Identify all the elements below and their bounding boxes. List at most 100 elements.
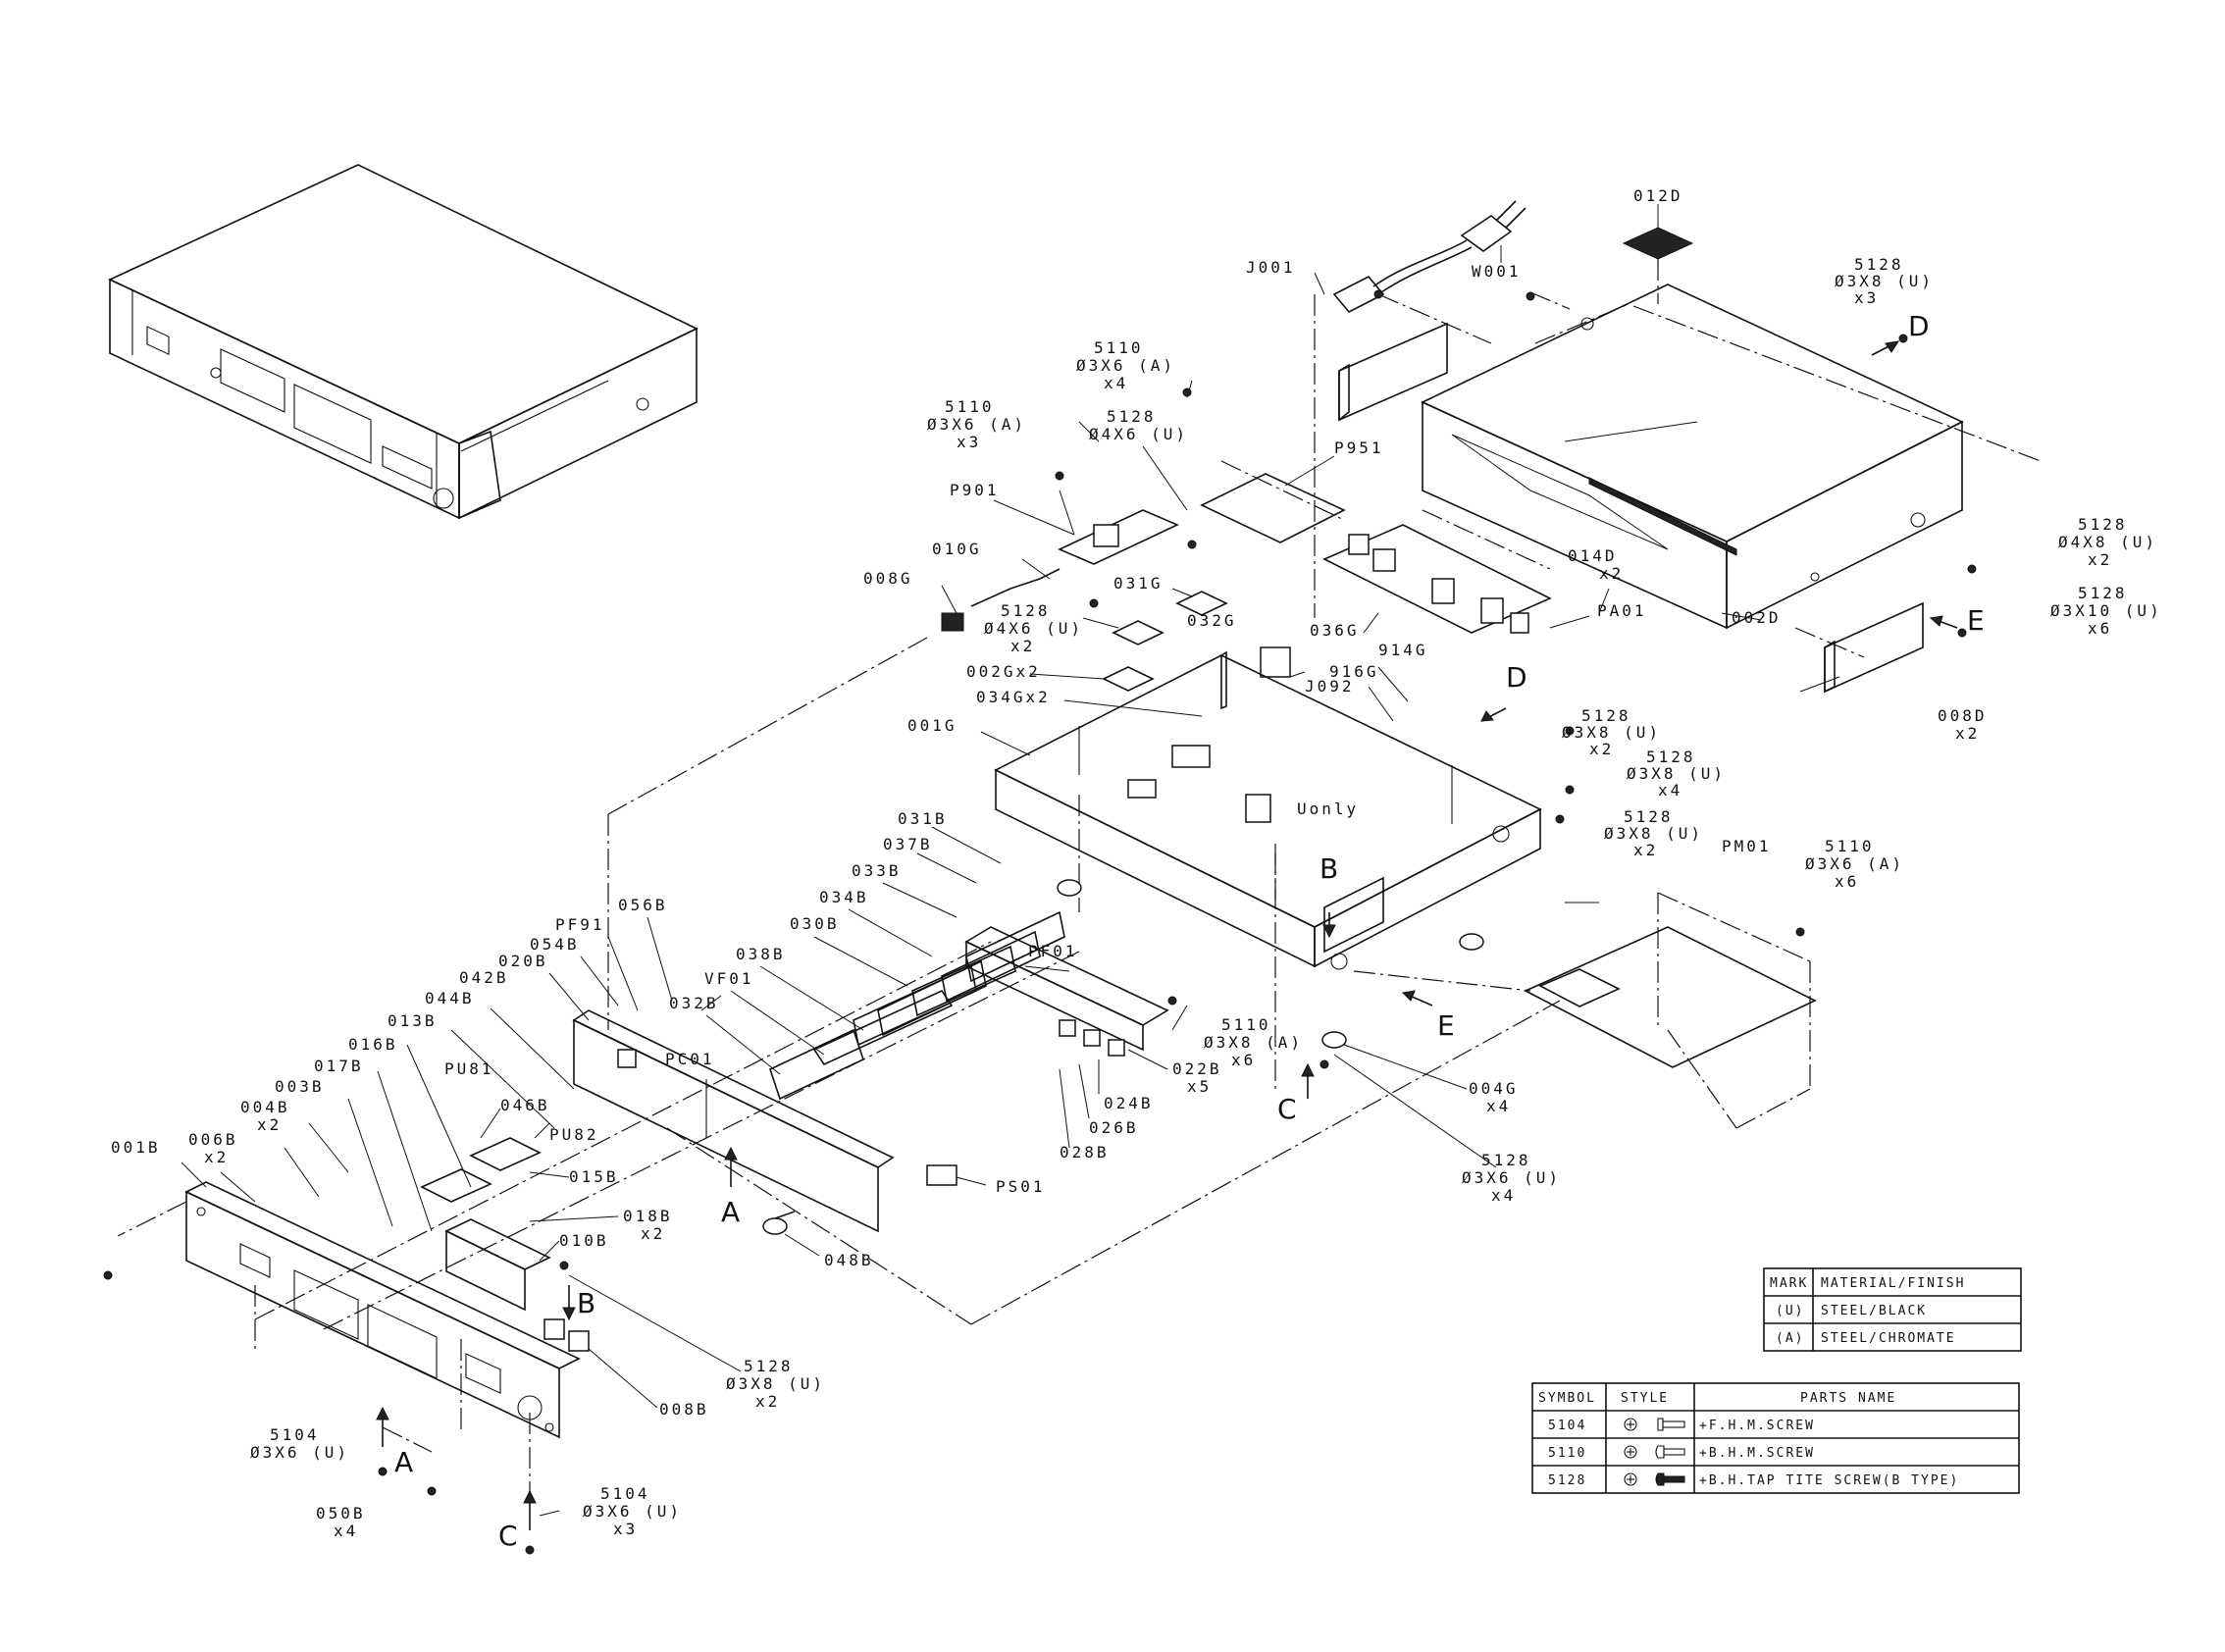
board-P901 <box>1058 509 1179 565</box>
front-panel-001B <box>184 1181 581 1439</box>
label-046B: 046B <box>500 1096 550 1114</box>
cross-recess-icon <box>1624 1418 1637 1486</box>
label-004G: 004G <box>1469 1079 1519 1098</box>
label-024B: 024B <box>1104 1094 1154 1112</box>
brackets-031G-002G <box>1102 591 1291 692</box>
arrow-letter-D: D <box>1908 310 1930 342</box>
label-016B: 016B <box>348 1035 398 1054</box>
arrow-letter-C: C <box>498 1520 518 1552</box>
label-spec: Ø3X6 (A) <box>927 415 1026 434</box>
side-bracket-008D <box>1794 601 1924 694</box>
table-cell: (A) <box>1776 1331 1804 1346</box>
label-5128: 5128 <box>1107 407 1157 426</box>
arrow-letter-C: C <box>1277 1093 1297 1125</box>
board-PM01 <box>1524 892 1817 1129</box>
label-qty: x6 <box>1835 872 1859 891</box>
top-cover-002D <box>1421 284 2042 630</box>
label-5110: 5110 <box>1094 338 1144 357</box>
label-PS01: PS01 <box>996 1177 1046 1196</box>
parts-name-table: SYMBOL STYLE PARTS NAME 5104 +F.H.M.SCRE… <box>1531 1382 2020 1494</box>
label-J001: J001 <box>1246 258 1296 277</box>
part-labels: 012D 5128 Ø3X8 (U) x3 J001 W001 5110 Ø3X… <box>111 186 2162 1540</box>
arrow-letter-B: B <box>577 1287 595 1319</box>
label-006B: 006B <box>188 1130 238 1149</box>
label-010G: 010G <box>932 540 982 558</box>
feet-004G <box>1057 879 1484 1049</box>
label-044B: 044B <box>425 989 475 1007</box>
label-020B: 020B <box>498 952 548 970</box>
label-018B: 018B <box>623 1207 673 1225</box>
label-015B: 015B <box>569 1167 619 1186</box>
label-W001: W001 <box>1472 262 1522 281</box>
label-012D: 012D <box>1633 186 1683 205</box>
label-022B: 022B <box>1172 1059 1222 1078</box>
table-cell: STEEL/BLACK <box>1821 1304 1927 1318</box>
material-finish-table: MARK MATERIAL/FINISH (U) STEEL/BLACK (A)… <box>1763 1267 2022 1352</box>
label-017B: 017B <box>314 1057 364 1075</box>
label-spec: Ø3X6 (U) <box>583 1502 682 1521</box>
label-spec: Ø3X6 (U) <box>250 1443 349 1462</box>
arrow-letter-B: B <box>1319 852 1338 885</box>
label-5128: 5128 <box>1624 807 1674 826</box>
label-qty: x3 <box>1854 288 1879 307</box>
label-5128: 5128 <box>2078 584 2128 602</box>
label-5128: 5128 <box>1581 706 1631 725</box>
label-qty: x6 <box>2088 619 2112 638</box>
power-cord-W001-J001 <box>1314 200 1526 618</box>
label-5128: 5128 <box>1001 601 1051 620</box>
table-cell-name: +F.H.M.SCREW <box>1699 1419 1815 1433</box>
arrow-letter-E: E <box>1967 604 1985 637</box>
label-PU81: PU81 <box>444 1059 494 1078</box>
label-PF91: PF91 <box>555 915 605 934</box>
alignment-lines <box>117 814 1561 1491</box>
label-qty: x4 <box>1491 1186 1516 1205</box>
table-cell: (U) <box>1776 1304 1804 1318</box>
label-5128: 5128 <box>744 1357 794 1375</box>
label-PF01: PF01 <box>1028 942 1078 960</box>
label-5128: 5128 <box>1481 1151 1531 1169</box>
label-spec: Ø4X8 (U) <box>2058 533 2157 551</box>
label-008G: 008G <box>863 569 913 588</box>
cable-010G <box>607 568 1061 815</box>
label-spec: Ø3X8 (A) <box>1204 1033 1303 1052</box>
display-filters-030B-038B <box>769 910 1065 1101</box>
label-qty: x4 <box>1486 1097 1511 1115</box>
label-5128: 5128 <box>1854 255 1904 274</box>
label-034B: 034B <box>819 888 869 906</box>
chassis-001G <box>994 650 1542 970</box>
power-unit-PU81-PU82 <box>420 1137 542 1203</box>
rear-bracket <box>1338 291 1571 422</box>
power-switch-PS01 <box>926 1164 957 1186</box>
label-5110: 5110 <box>945 397 995 416</box>
label-5104: 5104 <box>600 1484 650 1503</box>
arrow-letter-D: D <box>1506 661 1527 694</box>
label-qty: x2 <box>257 1115 282 1134</box>
label-J092: J092 <box>1305 677 1355 696</box>
label-5104: 5104 <box>270 1425 320 1444</box>
table-header-material: MATERIAL/FINISH <box>1821 1276 1965 1291</box>
label-P951: P951 <box>1334 439 1384 457</box>
label-qty: x6 <box>1231 1051 1256 1069</box>
label-050B: 050B <box>316 1504 366 1523</box>
label-PU82: PU82 <box>549 1125 599 1144</box>
label-spec: Ø3X10 (U) <box>2050 601 2162 620</box>
table-cell: STEEL/CHROMATE <box>1821 1331 1956 1346</box>
label-034Gx2: 034Gx2 <box>976 688 1051 706</box>
label-5128: 5128 <box>1646 748 1696 766</box>
label-003B: 003B <box>275 1077 325 1096</box>
label-038B: 038B <box>736 945 786 963</box>
label-qty: x2 <box>1599 564 1624 583</box>
screw-binding-head-icon <box>1655 1445 1685 1459</box>
label-031B: 031B <box>898 809 948 828</box>
label-qty: x2 <box>1589 740 1614 758</box>
label-010B: 010B <box>559 1231 609 1250</box>
label-PA01: PA01 <box>1597 601 1647 620</box>
label-002D: 002D <box>1732 608 1782 627</box>
label-028B: 028B <box>1060 1143 1110 1162</box>
table-cell-symbol: 5104 <box>1548 1419 1586 1433</box>
label-026B: 026B <box>1089 1118 1139 1137</box>
label-spec: Ø3X8 (U) <box>1627 764 1726 783</box>
label-PM01: PM01 <box>1722 837 1772 855</box>
label-spec: Ø3X8 (U) <box>1604 824 1703 843</box>
